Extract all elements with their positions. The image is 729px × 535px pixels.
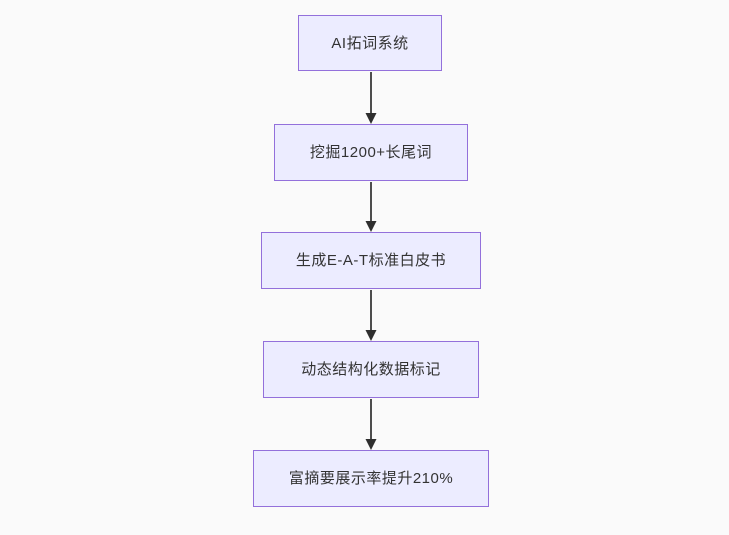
edge-arrow-4 [365,399,377,450]
flow-node-label: AI拓词系统 [331,34,409,52]
flow-node-label: 挖掘1200+长尾词 [309,144,433,161]
flow-node-rich-snippet-uplift: 富摘要展示率提升210% [253,450,489,507]
flow-node-eat-whitepaper: 生成E-A-T标准白皮书 [261,232,481,289]
edge-arrow-1 [365,72,377,124]
flow-node-ai-word-system: AI拓词系统 [298,15,442,71]
flow-node-structured-data: 动态结构化数据标记 [263,341,479,398]
flow-node-longtail-mining: 挖掘1200+长尾词 [274,124,468,181]
edge-arrow-3 [365,290,377,341]
flow-node-label: 生成E-A-T标准白皮书 [295,252,447,269]
flow-node-label: 富摘要展示率提升210% [288,470,454,487]
flow-node-label: 动态结构化数据标记 [301,361,441,378]
edge-arrow-2 [365,182,377,232]
